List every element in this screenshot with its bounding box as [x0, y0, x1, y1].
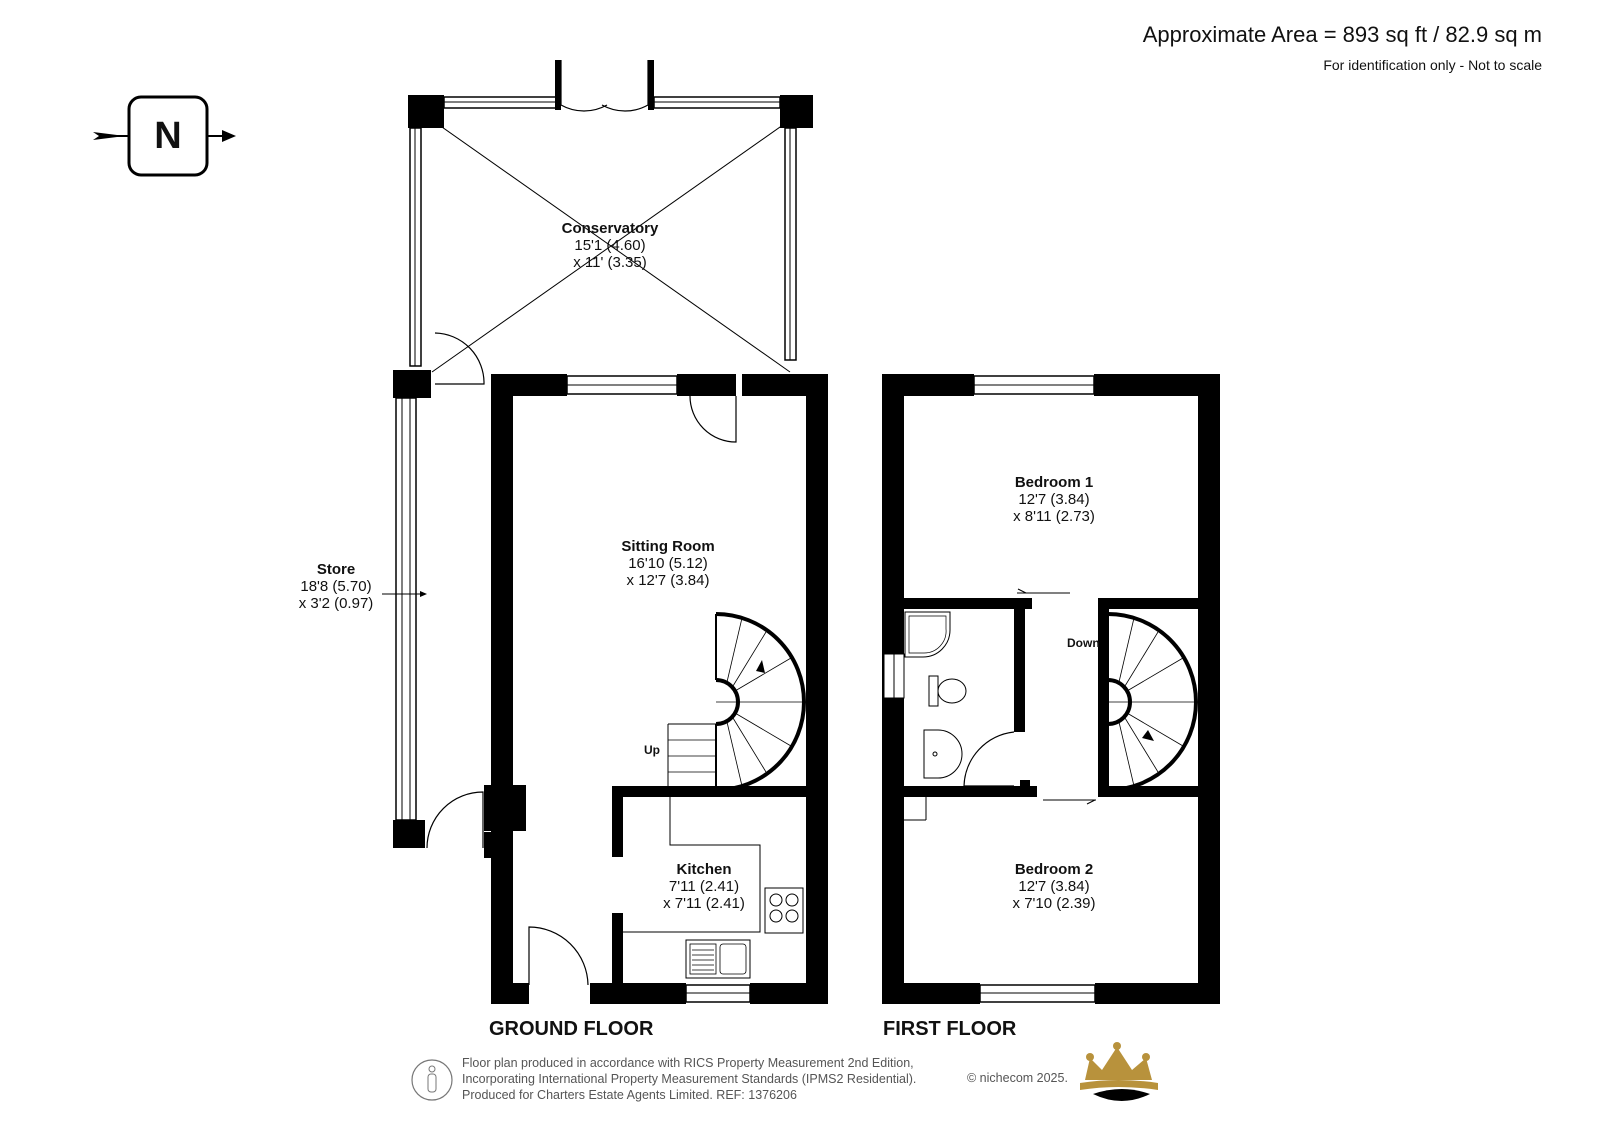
- room-dimension: x 8'11 (2.73): [1013, 508, 1095, 525]
- basin-icon: [923, 729, 963, 779]
- store-walls: [382, 332, 485, 849]
- toilet-icon: [928, 675, 967, 707]
- north-letter: N: [154, 115, 182, 157]
- north-arrow-icon: [93, 95, 236, 177]
- footer-line: Incorporating International Property Mea…: [462, 1072, 917, 1086]
- room-name: Conservatory: [561, 220, 659, 237]
- hob-icon: [764, 887, 804, 934]
- footer-disclaimer: Floor plan produced in accordance with R…: [462, 1055, 916, 1103]
- room-store: Store 18'8 (5.70) x 3'2 (0.97): [299, 561, 374, 612]
- footer-line: Floor plan produced in accordance with R…: [462, 1056, 914, 1070]
- room-conservatory: Conservatory 15'1 (4.60) x 11' (3.35): [562, 220, 659, 271]
- room-dimension: x 11' (3.35): [573, 254, 647, 271]
- footer-line: Produced for Charters Estate Agents Limi…: [462, 1088, 797, 1102]
- rics-person-icon: [411, 1059, 453, 1101]
- room-dimension: x 3'2 (0.97): [298, 595, 374, 612]
- ground-floor-walls: [484, 374, 828, 1004]
- room-name: Bedroom 1: [1014, 474, 1094, 491]
- staircase-down: [1107, 612, 1198, 792]
- room-dimension: 15'1 (4.60): [574, 237, 646, 254]
- room-dimension: x 12'7 (3.84): [626, 572, 710, 589]
- room-dimension: x 7'10 (2.39): [1012, 895, 1096, 912]
- shower-icon: [904, 611, 951, 658]
- room-dimension: 18'8 (5.70): [300, 578, 372, 595]
- room-dimension: 12'7 (3.84): [1018, 491, 1090, 508]
- crown-logo: [1080, 1042, 1158, 1101]
- approximate-area: Approximate Area = 893 sq ft / 82.9 sq m: [1142, 22, 1542, 47]
- room-bedroom-1: Bedroom 1 12'7 (3.84) x 8'11 (2.73): [1013, 474, 1095, 525]
- room-name: Sitting Room: [621, 538, 715, 555]
- room-kitchen: Kitchen 7'11 (2.41) x 7'11 (2.41): [663, 861, 745, 912]
- conservatory-walls: [408, 60, 813, 373]
- stairs-down-label: Down: [1067, 636, 1100, 650]
- staircase-up: [667, 612, 806, 792]
- stairs-up-label: Up: [644, 743, 660, 757]
- room-sitting-room: Sitting Room 16'10 (5.12) x 12'7 (3.84): [621, 538, 714, 589]
- room-dimension: 7'11 (2.41): [668, 878, 740, 895]
- first-floor-label: FIRST FLOOR: [883, 1018, 1017, 1040]
- copyright-text: © nichecom 2025.: [967, 1071, 1068, 1085]
- scale-note: For identification only - Not to scale: [1323, 57, 1542, 73]
- room-name: Bedroom 2: [1014, 861, 1094, 878]
- room-dimension: x 7'11 (2.41): [663, 895, 745, 912]
- ground-floor-label: GROUND FLOOR: [489, 1018, 654, 1040]
- first-floor-walls: [882, 374, 1220, 1004]
- sink-icon: [685, 939, 751, 979]
- room-dimension: 16'10 (5.12): [628, 555, 708, 572]
- room-bedroom-2: Bedroom 2 12'7 (3.84) x 7'10 (2.39): [1013, 861, 1096, 912]
- room-name: Store: [316, 561, 356, 578]
- room-dimension: 12'7 (3.84): [1018, 878, 1090, 895]
- room-name: Kitchen: [676, 861, 732, 878]
